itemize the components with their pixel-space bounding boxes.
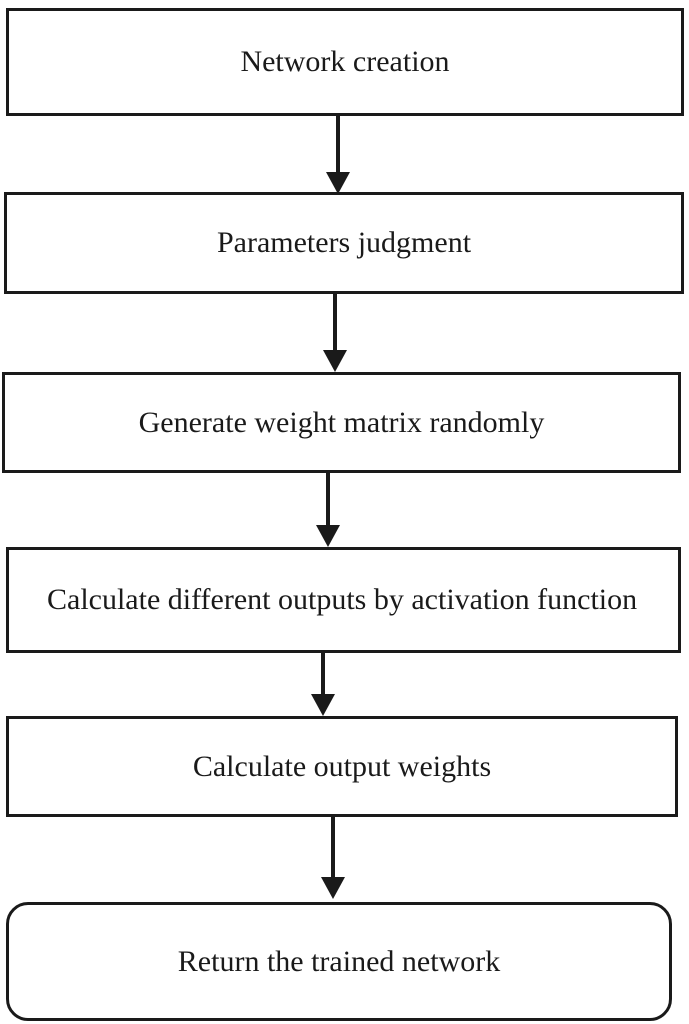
arrow-down-icon — [313, 473, 343, 547]
arrow-down-icon — [308, 653, 338, 716]
step-label: Return the trained network — [177, 944, 501, 978]
step-generate-weight-matrix: Generate weight matrix randomly — [2, 372, 681, 473]
step-label: Network creation — [240, 45, 450, 78]
step-label: Parameters judgment — [216, 226, 472, 259]
arrow-down-icon — [323, 116, 353, 194]
arrow-down-icon — [320, 294, 350, 372]
step-label: Calculate output weights — [192, 749, 492, 783]
step-calculate-different-outputs: Calculate different outputs by activatio… — [6, 547, 681, 653]
step-calculate-output-weights: Calculate output weights — [6, 716, 678, 817]
step-return-trained-network: Return the trained network — [6, 902, 672, 1021]
step-parameters-judgment: Parameters judgment — [4, 192, 684, 294]
arrow-down-icon — [318, 817, 348, 899]
step-network-creation: Network creation — [6, 8, 684, 116]
step-label: Calculate different outputs by activatio… — [47, 583, 638, 616]
step-label: Generate weight matrix randomly — [138, 405, 545, 439]
